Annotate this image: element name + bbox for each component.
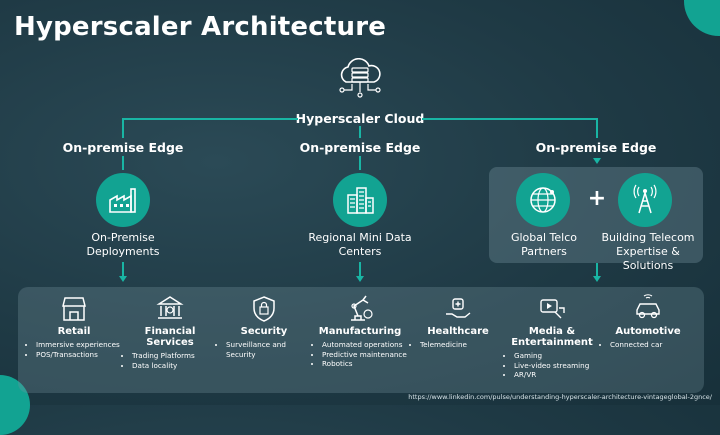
robot-arm-icon [351, 295, 373, 321]
shield-lock-icon [253, 296, 275, 322]
industries-panel [18, 287, 704, 393]
connector-center-vertical [359, 126, 361, 138]
connector-center-down [359, 156, 361, 170]
edge-label-center: On-premise Edge [299, 140, 421, 155]
page-title: Hyperscaler Architecture [14, 12, 387, 42]
edge-label-right: On-premise Edge [535, 140, 657, 155]
industry-name: Financial Services [144, 326, 196, 348]
connector-left-horizontal [123, 118, 298, 120]
connector-left-down [122, 156, 124, 170]
globe-circle [516, 173, 570, 227]
industry-name: Retail [57, 326, 91, 337]
industry-name: Media & Entertainment [511, 326, 593, 348]
regional-datacenters-label: Regional Mini Data Centers [308, 231, 412, 258]
connector-left-to-industries [122, 262, 124, 276]
industry-retail: Retail Immersive experiencesPOS/Transact… [26, 294, 122, 359]
media-play-icon [540, 299, 565, 319]
industry-media-entertainment: Media & Entertainment GamingLive-video s… [504, 294, 600, 380]
cloud-server-icon [339, 58, 381, 98]
arrow-head-center-industries [356, 276, 364, 282]
industry-financial-services: Financial Services Trading PlatformsData… [122, 294, 218, 370]
plus-symbol: + [587, 186, 607, 211]
global-telco-label: Global Telco Partners [510, 231, 578, 258]
datacenter-circle [333, 173, 387, 227]
connector-left-vertical [122, 118, 124, 138]
corner-decoration-top-right [684, 0, 720, 36]
factory-circle [96, 173, 150, 227]
factory-icon [109, 188, 136, 213]
industry-name: Automotive [615, 326, 681, 337]
onprem-deployments-label: On-Premise Deployments [86, 231, 160, 258]
connector-right-horizontal [422, 118, 597, 120]
industry-manufacturing: Manufacturing Automated operationsPredic… [312, 294, 408, 369]
tower-circle [618, 173, 672, 227]
industry-healthcare: Healthcare Telemedicine [410, 294, 506, 350]
connector-right-vertical [596, 118, 598, 138]
source-url: https://www.linkedin.com/pulse/understan… [408, 393, 712, 401]
hand-medical-icon [446, 298, 471, 318]
car-icon [636, 294, 660, 319]
industry-name: Security [240, 326, 288, 337]
industry-security: Security Surveillance and Security [216, 294, 312, 359]
building-telecom-label: Building Telecom Expertise & Solutions [601, 231, 695, 272]
industry-automotive: Automotive Connected car [600, 294, 696, 350]
globe-icon [530, 187, 556, 213]
industry-name: Manufacturing [318, 326, 402, 337]
bank-coin-icon [156, 296, 184, 319]
connector-center-to-industries [359, 262, 361, 276]
data-center-building-icon [347, 187, 374, 214]
connector-right-to-industries [596, 263, 598, 276]
industry-name: Healthcare [427, 326, 489, 337]
edge-label-left: On-premise Edge [62, 140, 184, 155]
arrow-head-right-industries [593, 276, 601, 282]
hyperscaler-cloud-label: Hyperscaler Cloud [295, 111, 425, 126]
storefront-icon [62, 297, 86, 321]
arrow-head-left-industries [119, 276, 127, 282]
cell-tower-icon [633, 184, 657, 214]
arrow-head-right-edge [593, 158, 601, 164]
